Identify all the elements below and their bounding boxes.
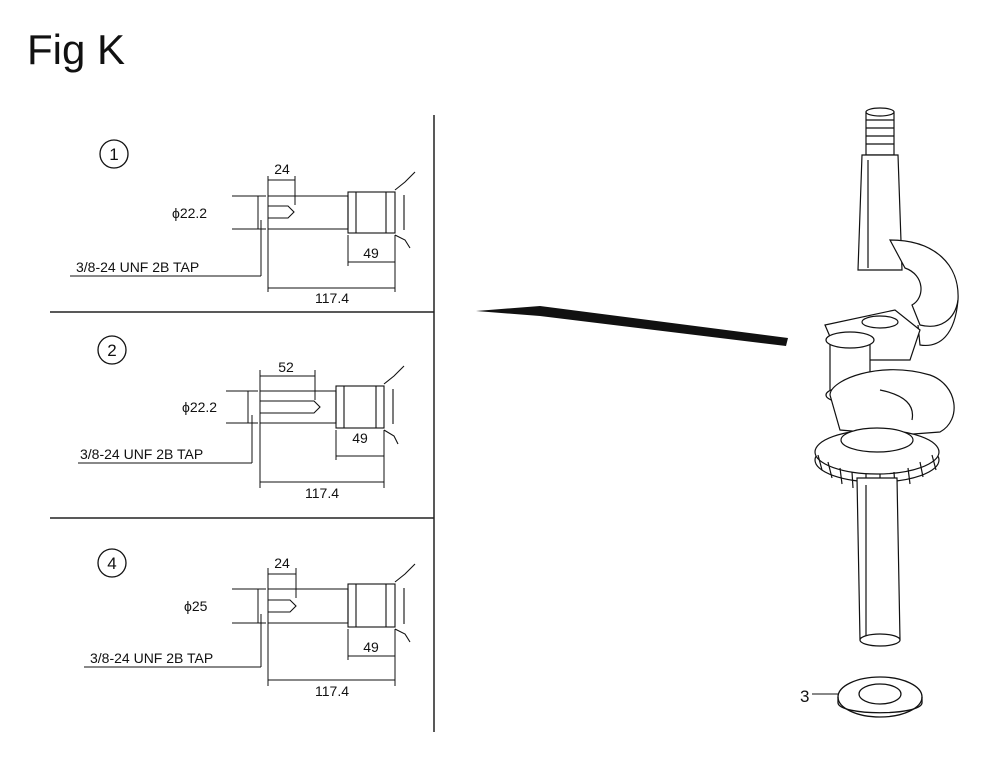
dimension-49: 49 bbox=[363, 639, 379, 655]
shaft-end-drawing bbox=[268, 563, 416, 643]
total-length: 117.4 bbox=[315, 290, 349, 306]
panel-number-circle bbox=[99, 139, 129, 169]
tap-spec: 3/8-24 UNF 2B TAP bbox=[90, 650, 213, 666]
tap-spec: 3/8-24 UNF 2B TAP bbox=[76, 259, 199, 275]
pointer-arrow bbox=[476, 306, 788, 346]
top-dimension: 24 bbox=[274, 161, 290, 177]
panel-number-circle bbox=[97, 548, 127, 578]
diameter-dimension: ϕ22.2 bbox=[172, 205, 207, 221]
panel-number-circle bbox=[97, 335, 127, 365]
panel-4: 4 24 ϕ25 3/8-24 UNF 2B TAP bbox=[84, 548, 416, 699]
panel-number: 1 bbox=[109, 145, 118, 164]
panel-2: 2 52 ϕ22.2 3/8-24 UNF 2B TA bbox=[78, 335, 405, 501]
washer-callout: 3 bbox=[800, 687, 809, 706]
total-length: 117.4 bbox=[315, 683, 349, 699]
dimension-lines bbox=[78, 370, 385, 488]
diameter-dimension: ϕ25 bbox=[184, 598, 208, 614]
figure-title: Fig K bbox=[27, 26, 126, 73]
shaft-end-drawing bbox=[268, 171, 416, 249]
panel-1: 1 24 ϕ22.2 3/8-24 UNF 2B TA bbox=[70, 139, 416, 306]
dimension-49: 49 bbox=[363, 245, 379, 261]
crankshaft-illustration bbox=[814, 107, 959, 647]
diameter-dimension: ϕ22.2 bbox=[182, 399, 217, 415]
shaft-end-drawing bbox=[260, 365, 405, 445]
panel-number: 2 bbox=[107, 341, 116, 360]
dimension-49: 49 bbox=[352, 430, 368, 446]
top-dimension: 24 bbox=[274, 555, 290, 571]
tap-spec: 3/8-24 UNF 2B TAP bbox=[80, 446, 203, 462]
washer-illustration bbox=[837, 676, 923, 718]
dimension-lines bbox=[70, 176, 396, 292]
panel-number: 4 bbox=[107, 554, 116, 573]
dimension-lines bbox=[84, 568, 396, 686]
total-length: 117.4 bbox=[305, 485, 339, 501]
top-dimension: 52 bbox=[278, 359, 294, 375]
